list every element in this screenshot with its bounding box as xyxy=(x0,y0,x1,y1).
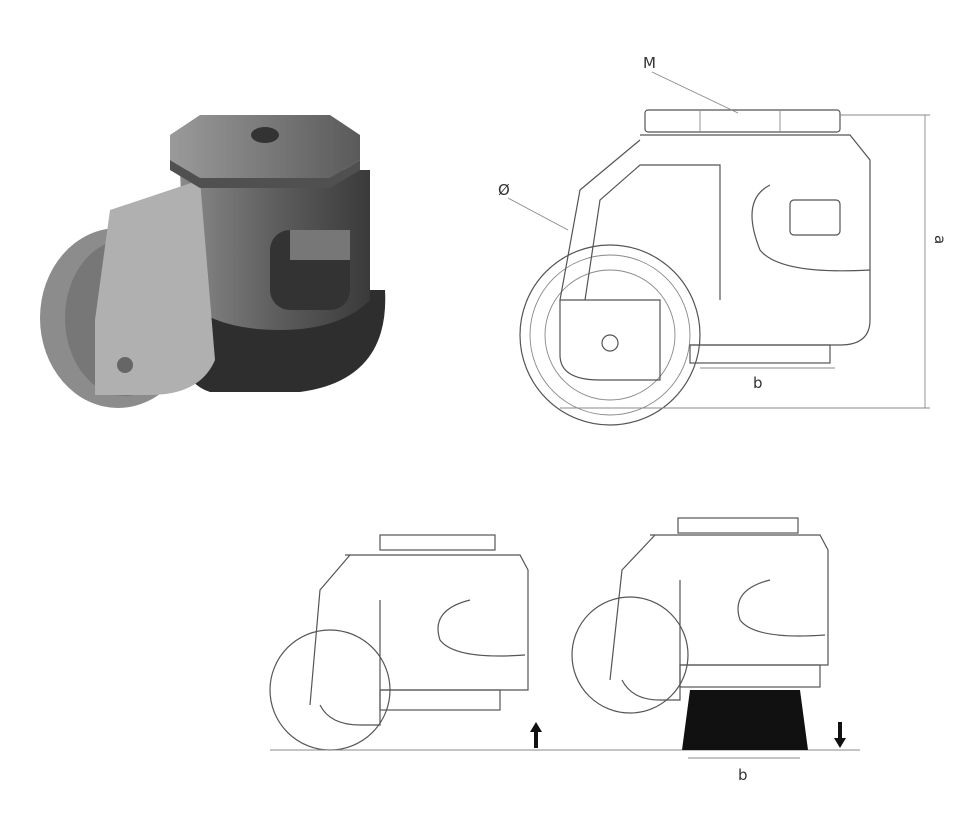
label-base-width-bottom: b xyxy=(738,766,748,784)
dimension-drawing: M Ø a b xyxy=(498,54,949,426)
caster-render xyxy=(40,115,386,408)
label-base-width-top: b xyxy=(753,374,763,392)
bracket xyxy=(95,180,215,395)
label-height: a xyxy=(931,235,949,244)
label-wheel-diameter: Ø xyxy=(498,181,510,199)
arrow-up-icon xyxy=(530,722,542,748)
top-plate xyxy=(170,115,360,178)
label-thread: M xyxy=(643,54,656,72)
leveling-pad xyxy=(682,690,808,750)
leveler-mode-drawing: b xyxy=(571,517,846,784)
arrow-down-icon xyxy=(834,722,846,748)
thread-hole xyxy=(251,127,279,143)
axle-bolt xyxy=(117,357,133,373)
